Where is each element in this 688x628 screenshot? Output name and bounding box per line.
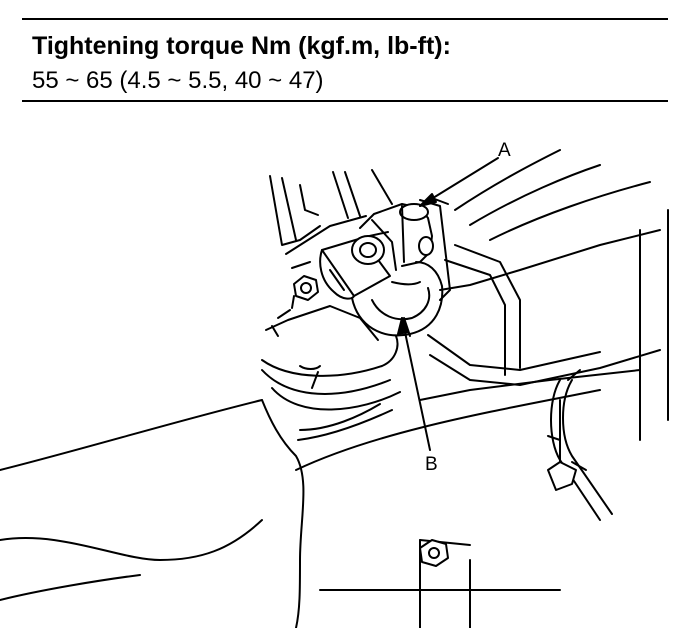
leader-a-arrowhead [419,193,437,207]
torque-spec-box: Tightening torque Nm (kgf.m, lb-ft): 55 … [22,18,668,102]
body-panel [427,149,669,441]
wire-harness [547,369,613,521]
bushing-b [351,261,444,337]
through-bolt [319,235,391,300]
leader-b-arrowhead [397,317,409,335]
subframe [261,305,641,441]
callout-label-b: B [425,454,438,475]
torque-spec-title: Tightening torque Nm (kgf.m, lb-ft): [32,32,451,60]
side-bolt [291,275,319,309]
lower-housing [0,389,601,628]
callout-label-a: A [498,140,511,161]
bracket-a [359,203,434,271]
bottom-rule [22,100,668,102]
callout-leaders [397,157,499,451]
leader-b [401,317,431,451]
lower-bolt [419,539,449,567]
top-rule [22,18,668,20]
torque-spec-value: 55 ~ 65 (4.5 ~ 5.5, 40 ~ 47) [32,67,324,94]
